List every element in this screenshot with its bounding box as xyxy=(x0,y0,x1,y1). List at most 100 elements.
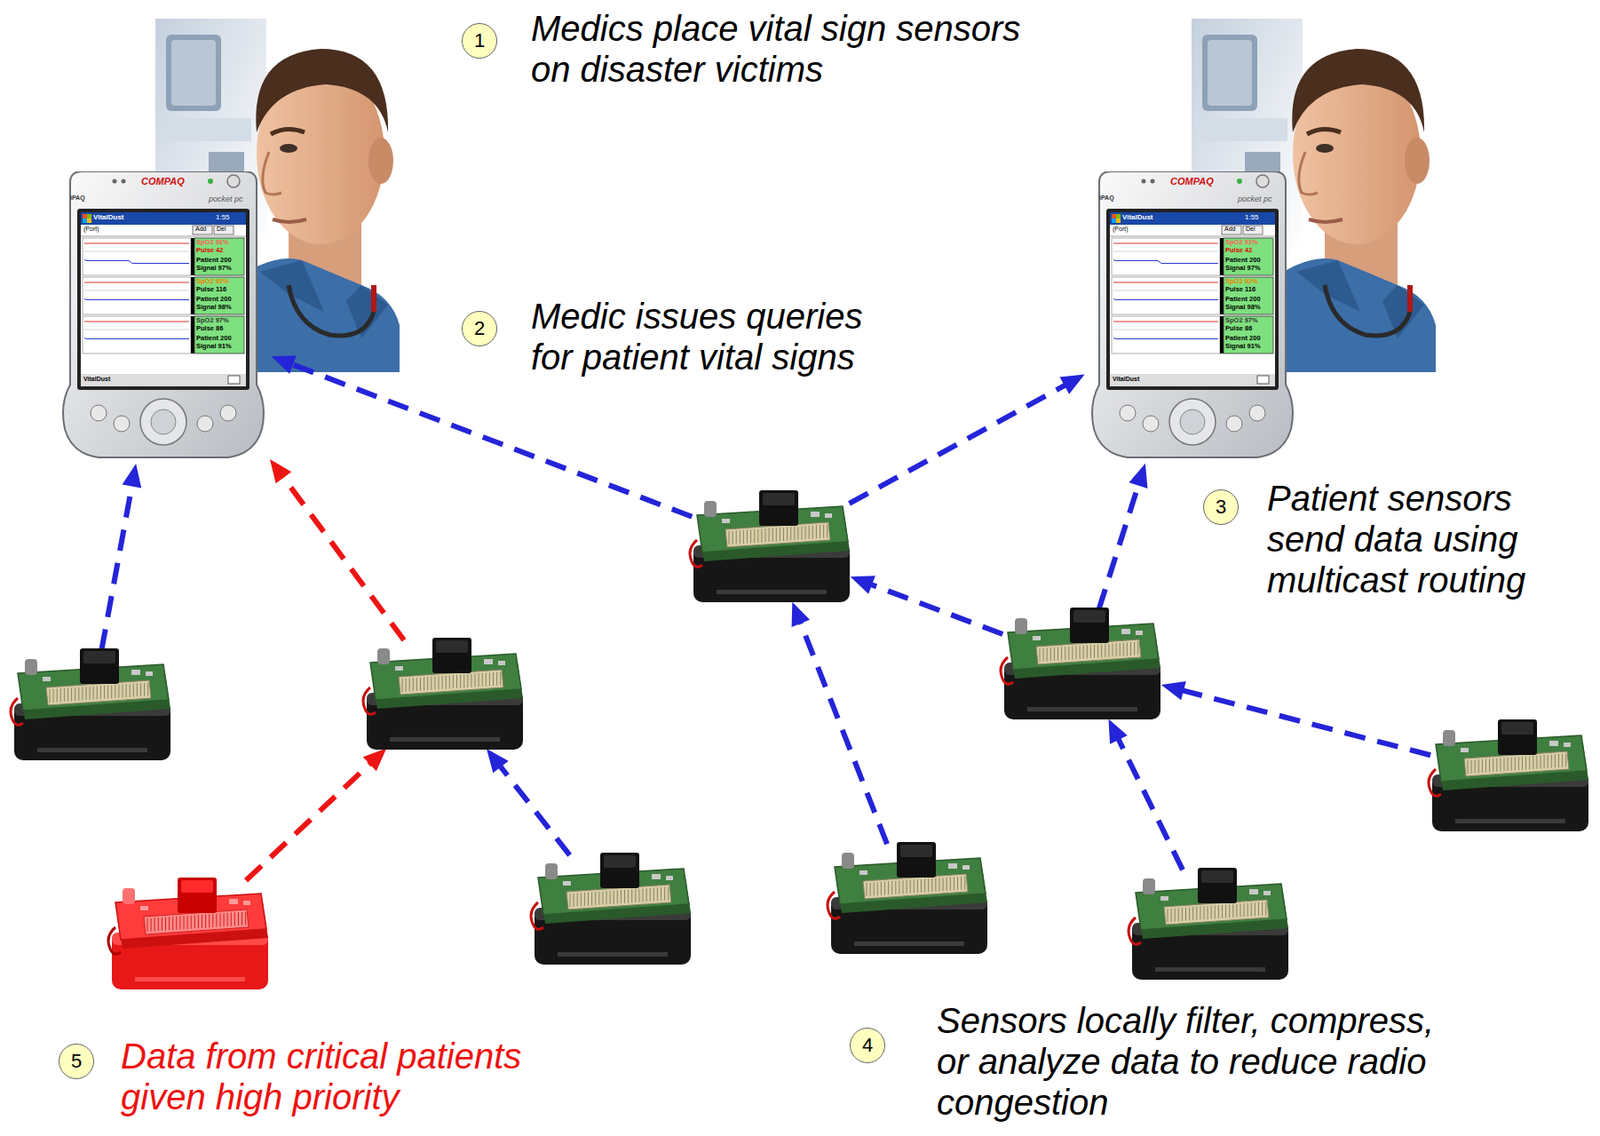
priority-link-arrow xyxy=(269,459,404,641)
callout-circle: 2 xyxy=(461,310,498,347)
data-link-arrow xyxy=(850,575,1004,634)
arrowhead xyxy=(1060,374,1086,395)
dashed-link xyxy=(1099,483,1140,610)
screen-text: 1:55 xyxy=(1244,213,1260,222)
callout-number: 4 xyxy=(862,1035,873,1055)
screen-text: Signal 98% xyxy=(196,303,232,312)
data-link-arrow xyxy=(271,355,693,516)
callout-text: Patient sensors send data using multicas… xyxy=(1267,477,1538,601)
screen-text: Patient 200 xyxy=(196,334,232,343)
callout-number: 2 xyxy=(474,318,485,339)
screen-text: COMPAQ xyxy=(1170,175,1214,188)
dashed-link xyxy=(800,621,888,844)
callout: 1Medics place vital sign sensors on disa… xyxy=(461,7,1038,90)
callout-number: 1 xyxy=(474,31,485,51)
sensor-mote xyxy=(1124,863,1294,984)
data-link-arrow xyxy=(1108,718,1183,870)
dashed-link xyxy=(101,484,132,651)
dashed-link xyxy=(849,384,1067,504)
screen-text: VitalDust xyxy=(1122,213,1154,222)
screen-text: COMPAQ xyxy=(141,175,185,188)
dashed-link xyxy=(291,364,692,517)
screen-text: 1:55 xyxy=(215,213,230,222)
sensor-mote xyxy=(997,603,1166,724)
mote-illustration xyxy=(686,486,856,607)
callout-number: 5 xyxy=(71,1051,82,1071)
callout-number: 3 xyxy=(1215,497,1227,517)
mote-illustration xyxy=(104,873,274,994)
screen-text: SpO2 92% xyxy=(196,277,230,286)
arrowhead xyxy=(271,355,297,374)
screen-text: Add xyxy=(195,225,206,233)
dashed-link xyxy=(1117,737,1183,870)
mote-illustration xyxy=(823,838,993,959)
screen-text: pocket pc xyxy=(208,194,244,204)
arrowhead xyxy=(486,748,509,773)
screen-text: (Port) xyxy=(1112,225,1129,233)
screen-text: Pulse 42 xyxy=(196,246,223,255)
arrowhead xyxy=(269,459,292,484)
screen-text: Patient 200 xyxy=(1225,256,1261,265)
data-link-arrow xyxy=(1161,681,1431,755)
mote-illustration xyxy=(527,848,697,969)
screen-text: Signal 97% xyxy=(1225,264,1261,273)
screen-text: Pulse 42 xyxy=(1225,246,1252,255)
arrowhead xyxy=(363,747,387,771)
data-link-arrow xyxy=(792,601,888,845)
callout-circle: 4 xyxy=(849,1027,886,1063)
callout-circle: 1 xyxy=(461,23,498,59)
screen-text: Del xyxy=(216,225,227,233)
mote-illustration xyxy=(1124,863,1294,984)
mote-illustration xyxy=(1425,715,1594,836)
screen-text: SpO2 91% xyxy=(1225,238,1259,247)
sensor-mote xyxy=(686,486,856,607)
screen-text: Pulse 116 xyxy=(196,285,227,294)
critical-sensor-mote xyxy=(104,873,274,994)
data-link-arrow xyxy=(1099,463,1149,610)
pda-body xyxy=(59,171,268,460)
mote-illustration xyxy=(997,603,1166,724)
screen-text: Signal 97% xyxy=(196,264,232,273)
data-link-arrow xyxy=(849,374,1086,504)
data-link-arrow xyxy=(101,463,142,650)
callout-circle: 3 xyxy=(1203,489,1239,525)
screen-text: iPAQ xyxy=(70,194,86,202)
screen-text: Del xyxy=(1245,225,1256,233)
screen-text: SpO2 97% xyxy=(1225,316,1259,325)
callout: 4 Sensors locally filter, compress, or an… xyxy=(849,999,1461,1123)
dashed-link xyxy=(870,584,1003,634)
pda-device: COMPAQiPAQpocket pcVitalDust1:55(Port)Ad… xyxy=(59,171,268,460)
screen-text: SpO2 91% xyxy=(196,238,230,247)
pda-device: COMPAQiPAQpocket pcVitalDust1:55(Port)Ad… xyxy=(1088,171,1297,460)
callout: 2Medic issues queries for patient vital … xyxy=(461,295,896,378)
arrowhead xyxy=(1161,681,1187,700)
arrowhead xyxy=(1129,463,1149,489)
screen-text: SpO2 92% xyxy=(1225,277,1259,286)
arrowhead xyxy=(850,575,876,595)
dashed-link xyxy=(1181,689,1431,755)
callout-text: Data from critical patients given high p… xyxy=(120,1035,539,1117)
screen-text: Patient 200 xyxy=(1225,334,1261,343)
screen-text: Signal 98% xyxy=(1225,303,1261,312)
screen-text: (Port) xyxy=(83,225,100,233)
screen-text: Pulse 86 xyxy=(196,324,223,333)
screen-text: Signal 91% xyxy=(1225,342,1261,351)
pda-body xyxy=(1088,171,1297,460)
data-link-arrow xyxy=(486,748,571,856)
screen-text: Patient 200 xyxy=(196,295,232,304)
screen-text: Patient 200 xyxy=(196,256,232,265)
screen-text: SpO2 97% xyxy=(196,316,230,325)
callout: 3 Patient sensors send data using multica… xyxy=(1203,477,1538,601)
arrowhead xyxy=(1108,718,1127,744)
screen-text: pocket pc xyxy=(1237,194,1273,204)
sensor-mote xyxy=(823,838,993,959)
callout-circle: 5 xyxy=(58,1043,95,1079)
screen-text: VitalDust xyxy=(1112,375,1140,383)
callout: 5 Data from critical patients given high … xyxy=(58,1035,539,1117)
callout-text: Sensors locally filter, compress, or ana… xyxy=(936,999,1461,1123)
dashed-link xyxy=(282,475,404,641)
arrowhead xyxy=(122,463,143,489)
priority-link-arrow xyxy=(245,747,387,880)
screen-text: Pulse 86 xyxy=(1225,324,1252,333)
